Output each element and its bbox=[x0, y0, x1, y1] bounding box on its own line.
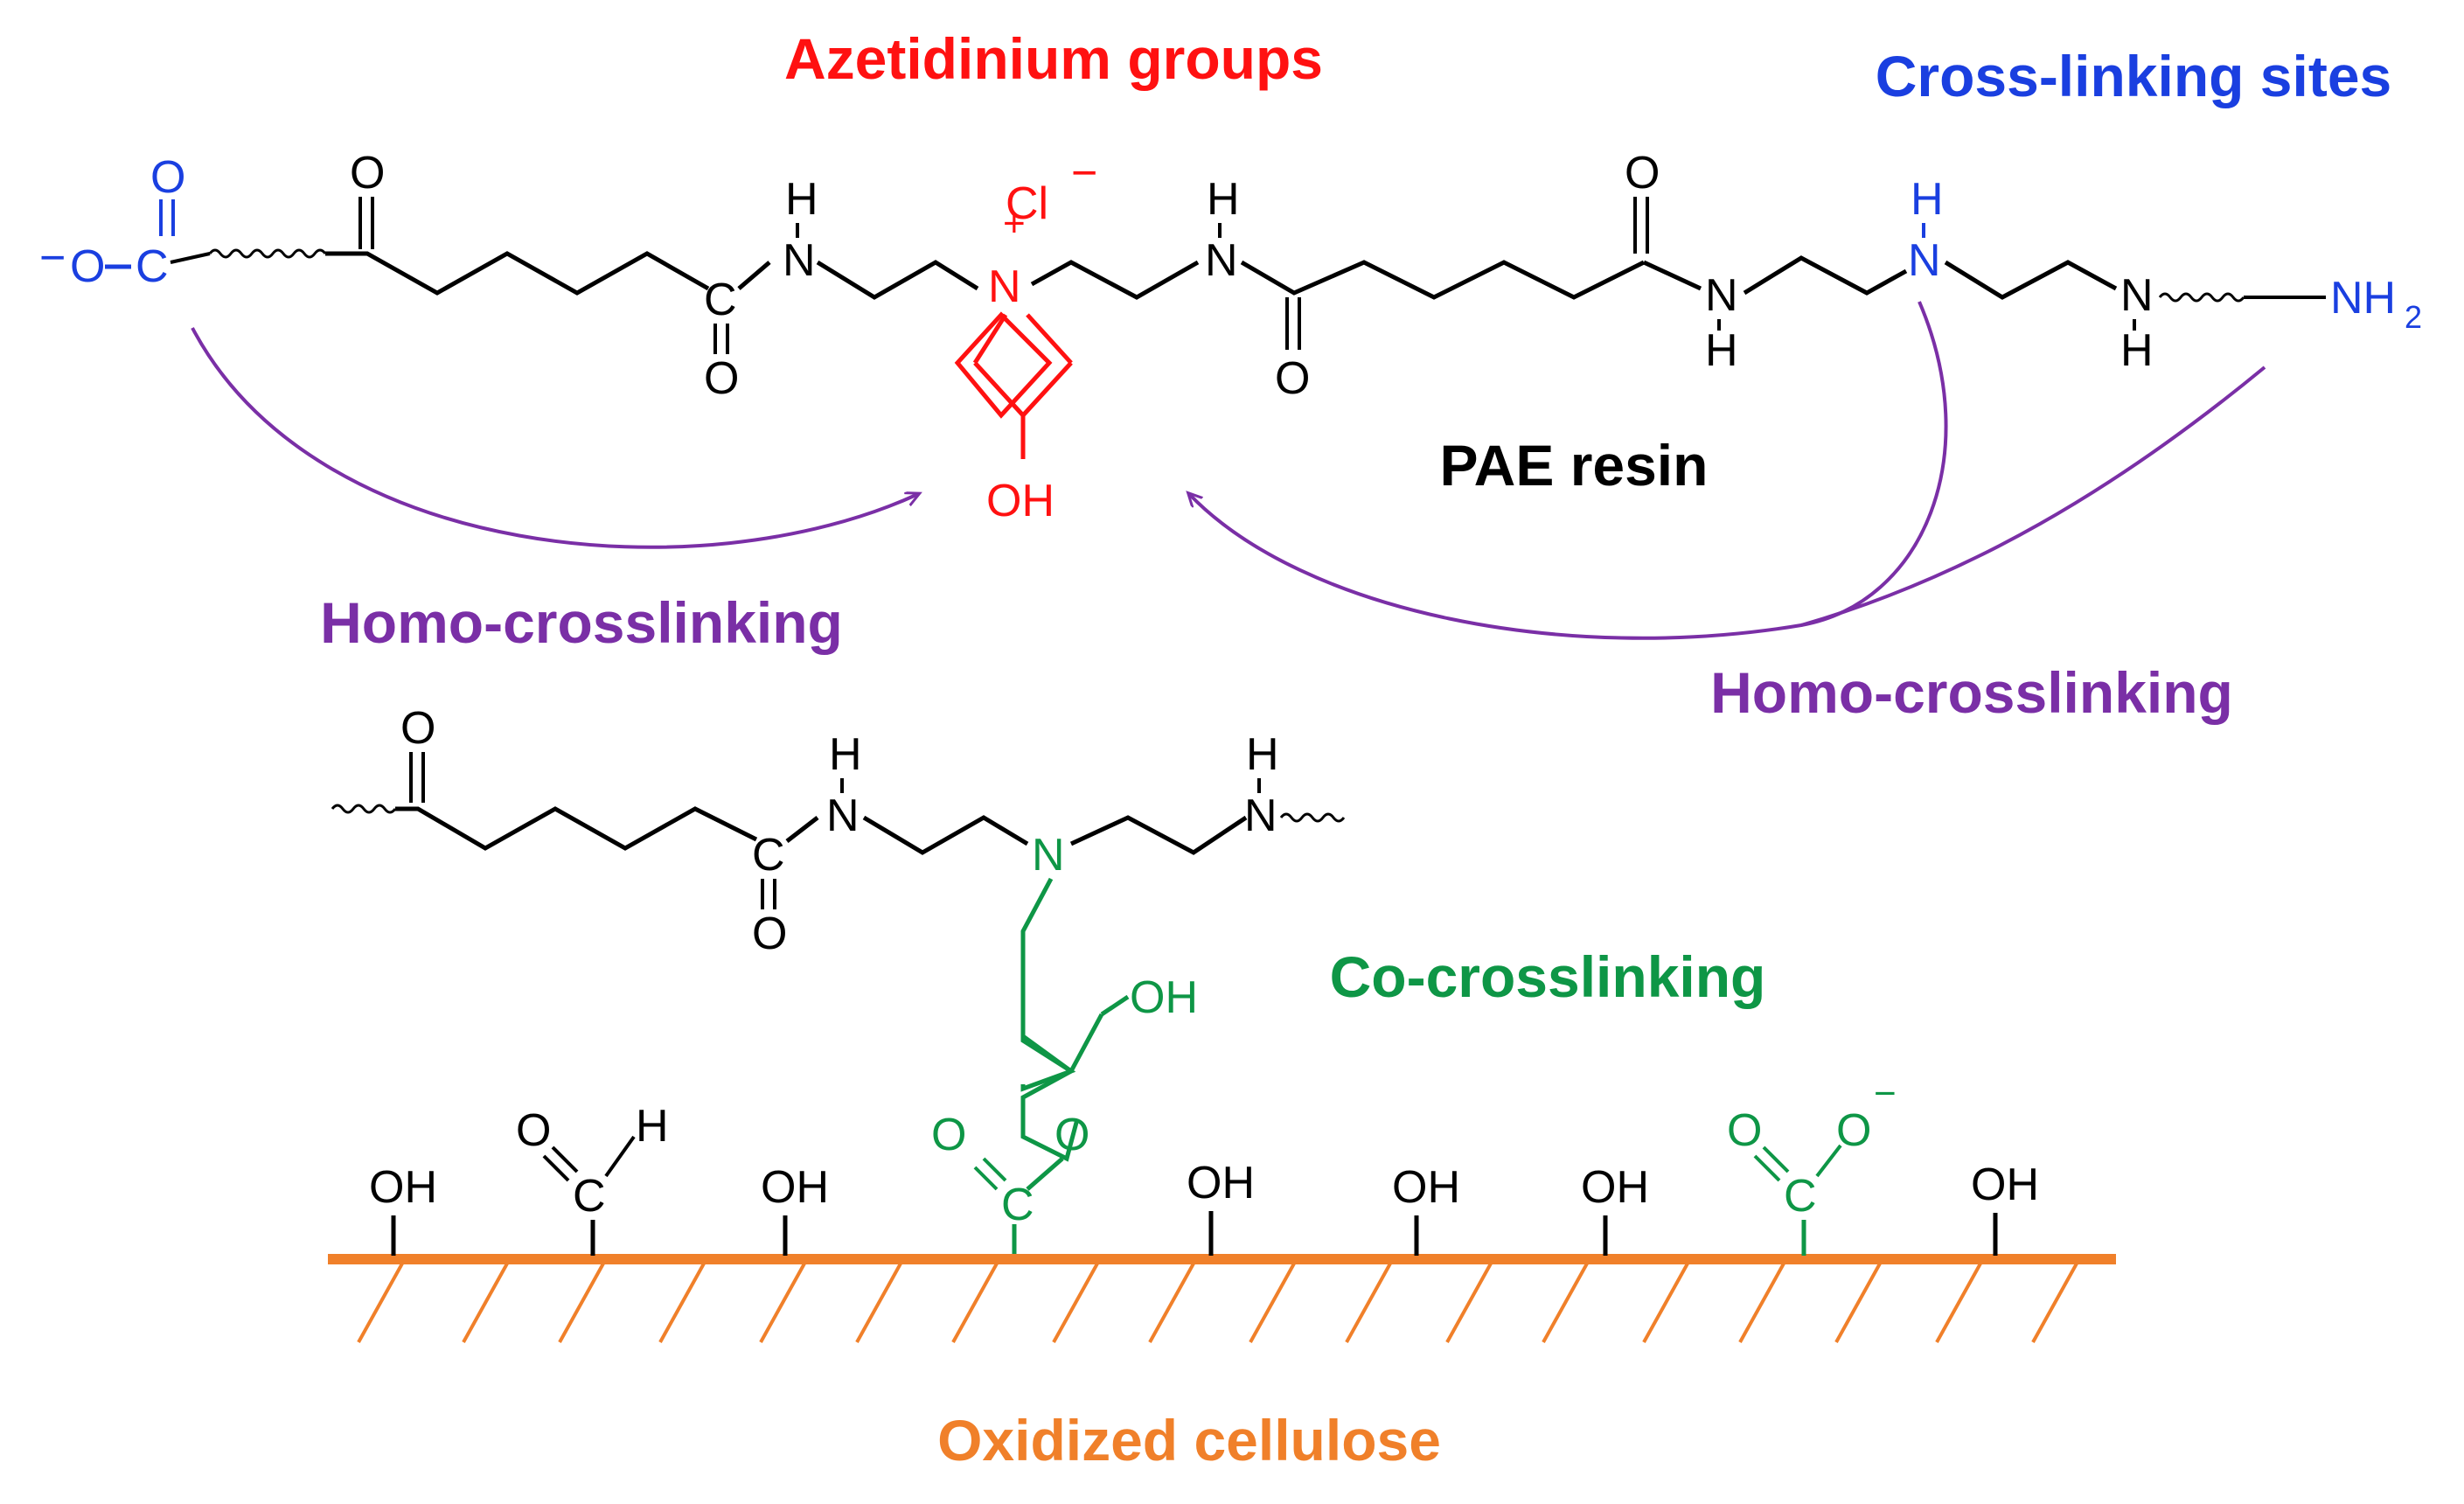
carboxylate2-minus: − bbox=[1874, 1072, 1897, 1115]
lower-amide-carbon: C bbox=[752, 830, 785, 881]
co-crosslink-linker: OH O C O bbox=[931, 877, 1198, 1257]
amide3-oxygen: O bbox=[1625, 148, 1660, 198]
amine-hydrogen: H bbox=[2120, 325, 2154, 376]
cellulose-hydroxyl-5: OH bbox=[1581, 1162, 1649, 1213]
amide3-hydrogen: H bbox=[1705, 325, 1738, 376]
amide2-hydrogen: H bbox=[1207, 174, 1240, 225]
terminal-amine-subscript: 2 bbox=[2405, 299, 2422, 335]
ketone-oxygen: O bbox=[350, 148, 385, 198]
ester-carbonyl-oxygen: O bbox=[931, 1110, 966, 1160]
cellulose-hydroxyl-3: OH bbox=[1187, 1158, 1255, 1208]
amine-nitrogen: N bbox=[2120, 270, 2154, 321]
plus-sign: + bbox=[1003, 202, 1026, 245]
co-crosslinking-label: Co-crosslinking bbox=[1330, 944, 1766, 1009]
amide-carbon: C bbox=[704, 275, 737, 325]
lower-amine-hydrogen: H bbox=[1246, 729, 1279, 780]
homo-arrow-right-tail bbox=[1800, 366, 2266, 627]
amide-hydrogen: H bbox=[785, 174, 818, 225]
amide3-nitrogen: N bbox=[1705, 270, 1738, 321]
co-crosslink-nitrogen: N bbox=[1032, 830, 1065, 881]
carboxylate-oxygen: O bbox=[70, 241, 105, 292]
carboxylate2-carbon: C bbox=[1784, 1171, 1817, 1222]
amide2-nitrogen: N bbox=[1205, 235, 1238, 286]
amide-oxygen: O bbox=[704, 353, 739, 404]
ester-carbon: C bbox=[1001, 1180, 1034, 1230]
aldehyde-hydrogen: H bbox=[636, 1101, 669, 1152]
oxidized-cellulose-label: Oxidized cellulose bbox=[937, 1408, 1441, 1473]
homo-crosslinking-left-label: Homo-crosslinking bbox=[320, 590, 843, 655]
chloride-ion: Cl bbox=[1006, 178, 1048, 229]
azetidinium-nitrogen: N bbox=[988, 261, 1021, 312]
ester-oxygen: O bbox=[1055, 1110, 1089, 1160]
azetidinium-hydroxyl: OH bbox=[986, 476, 1055, 526]
amide-nitrogen: N bbox=[783, 235, 816, 286]
terminal-amine: NH bbox=[2330, 273, 2396, 324]
lower-ketone-oxygen: O bbox=[400, 703, 435, 754]
minus-sign: − bbox=[39, 233, 66, 283]
carboxylate-carbon: C bbox=[136, 241, 169, 292]
lower-amide-hydrogen: H bbox=[829, 729, 862, 780]
linker-hydroxyl: OH bbox=[1130, 972, 1198, 1023]
lower-amide-oxygen: O bbox=[752, 909, 787, 959]
carboxylate-double-oxygen: O bbox=[150, 152, 185, 203]
carboxylate2-oxygen-minus: O bbox=[1836, 1105, 1871, 1156]
chloride-minus: − bbox=[1071, 148, 1097, 198]
aldehyde-carbon: C bbox=[573, 1171, 606, 1222]
cellulose-hydroxyl-1: OH bbox=[369, 1162, 437, 1213]
pae-resin-chain: − O C O O C O H N + N Cl − bbox=[39, 148, 2422, 526]
cellulose-hydroxyl-2: OH bbox=[761, 1162, 829, 1213]
crosslinking-sites-label: Cross-linking sites bbox=[1876, 44, 2392, 108]
crosslink-site-hydrogen: H bbox=[1911, 174, 1944, 225]
cellulose-hydroxyl-4: OH bbox=[1392, 1162, 1460, 1213]
carboxylate2-oxygen: O bbox=[1727, 1105, 1762, 1156]
co-crosslinked-pae-chain: O C O H N N H N bbox=[331, 703, 1346, 959]
aldehyde-oxygen: O bbox=[516, 1105, 551, 1156]
cellulose-hydroxyl-6: OH bbox=[1971, 1159, 2039, 1210]
lower-amide-nitrogen: N bbox=[826, 790, 860, 841]
lower-amine-nitrogen: N bbox=[1244, 790, 1277, 841]
amide2-oxygen: O bbox=[1275, 353, 1310, 404]
homo-crosslinking-right-label: Homo-crosslinking bbox=[1710, 660, 2233, 725]
pae-resin-label: PAE resin bbox=[1440, 433, 1709, 498]
cellulose-backbone: OH OH OH OH OH OH O H C O O − bbox=[328, 1072, 2116, 1343]
crosslink-site-nitrogen: N bbox=[1908, 235, 1941, 286]
homo-arrow-left-icon bbox=[191, 327, 918, 549]
azetidinium-groups-label: Azetidinium groups bbox=[784, 26, 1323, 91]
homo-arrow-right-icon bbox=[1189, 301, 1948, 640]
